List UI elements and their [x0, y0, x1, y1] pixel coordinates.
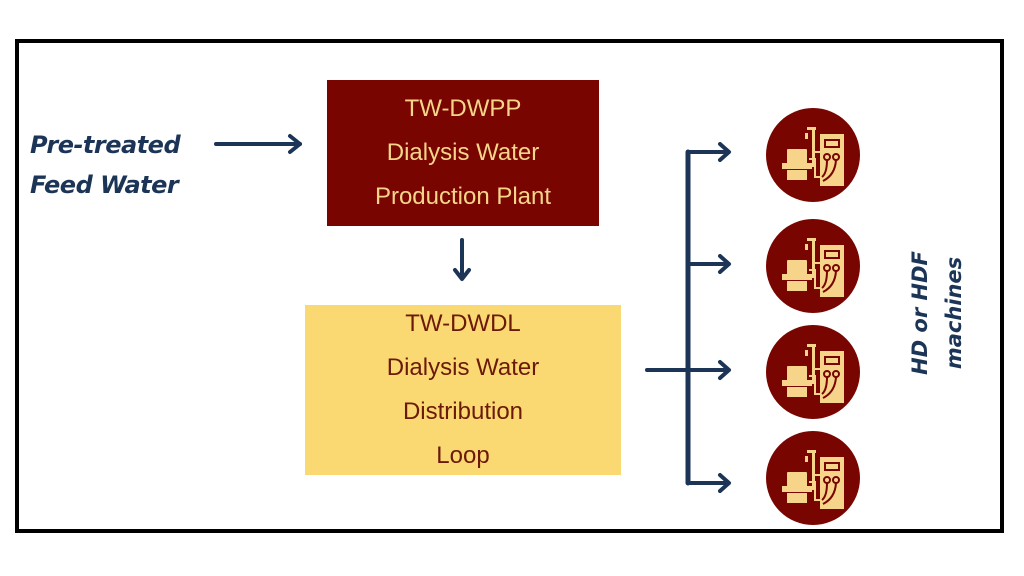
dialysis-machine-icon [765, 324, 861, 420]
distribution-loop-box: TW-DWDL Dialysis Water Distribution Loop [305, 305, 621, 475]
dialysis-machine-icon [765, 430, 861, 526]
machines-label-line: HD or HDF [908, 251, 932, 375]
plant-line: Production Plant [374, 183, 552, 210]
loop-code: TW-DWDL [405, 310, 521, 337]
loop-line: Loop [436, 442, 490, 469]
loop-line: Distribution [402, 398, 524, 425]
machines-label: HD or HDF machines [897, 238, 977, 388]
input-label-line: Feed Water [30, 171, 179, 199]
machines-label-line: machines [942, 256, 966, 370]
plant-line: Dialysis Water [386, 139, 540, 166]
branch-arrow-4 [686, 473, 731, 493]
input-label-line: Pre-treated [30, 131, 181, 159]
dialysis-machine-icon [765, 218, 861, 314]
dialysis-machine-icon [765, 107, 861, 203]
branch-arrow-3 [686, 360, 731, 380]
production-plant-box: TW-DWPP Dialysis Water Production Plant [327, 80, 599, 226]
arrow-plant-to-loop [453, 238, 471, 281]
loop-line: Dialysis Water [386, 354, 540, 381]
input-label-pretreated-feed-water: Pre-treated Feed Water [30, 125, 200, 205]
plant-code: TW-DWPP [404, 95, 522, 122]
arrow-input-to-plant [214, 134, 302, 154]
branch-arrow-1 [686, 142, 731, 162]
branch-arrow-2 [686, 254, 731, 274]
